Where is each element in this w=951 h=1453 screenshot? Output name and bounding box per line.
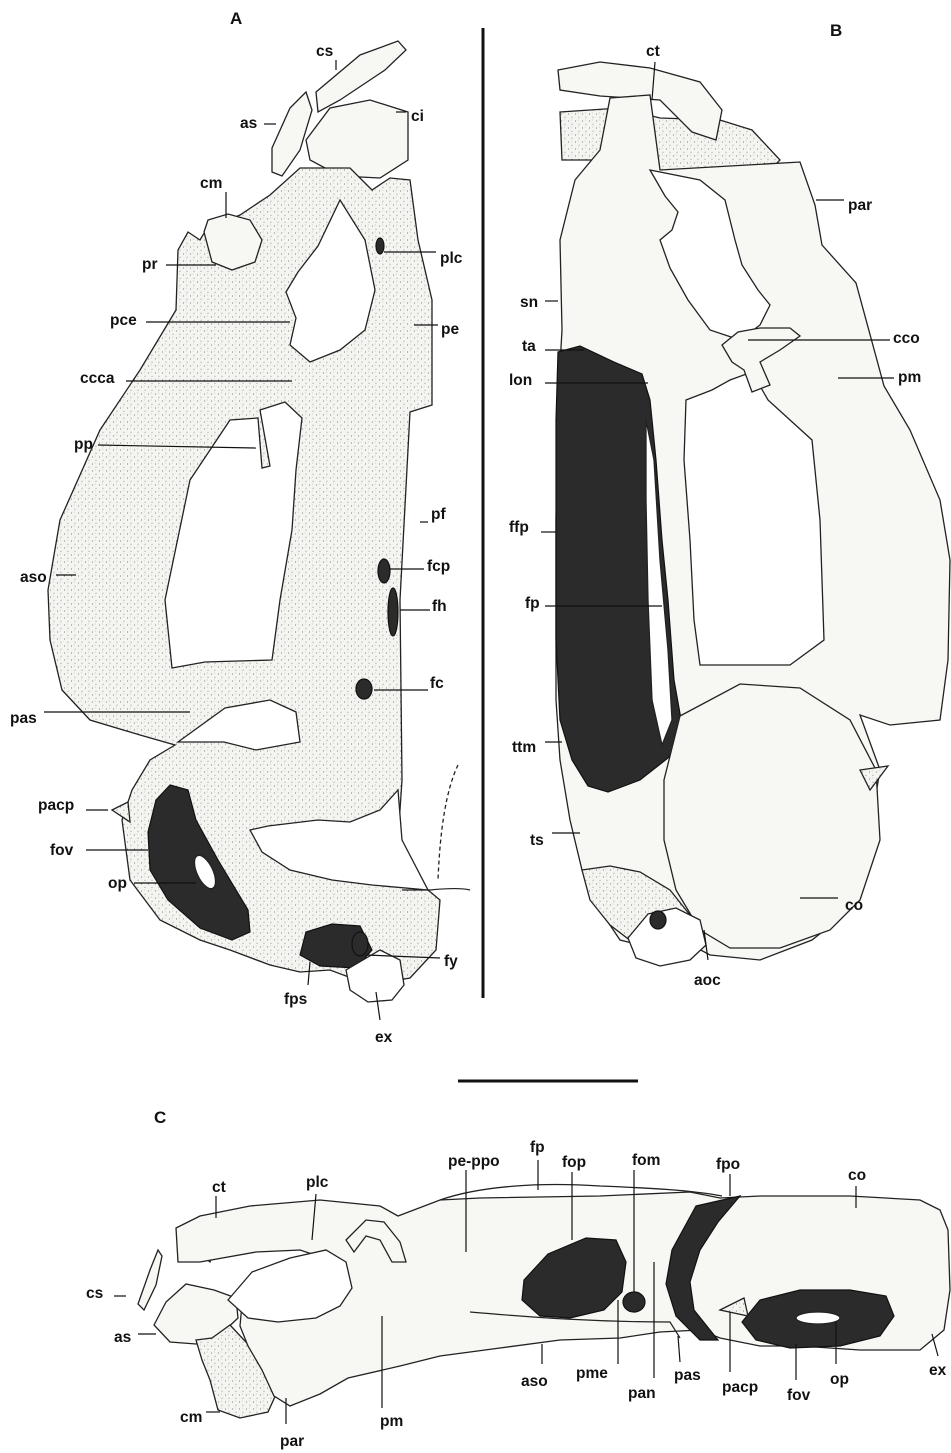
panel-b-label-ct: ct [646, 43, 660, 60]
panel-c-label-fop: fop [562, 1154, 586, 1171]
panel-c-cs-cartilage [138, 1250, 162, 1310]
panel-a-label-ex: ex [375, 1029, 393, 1046]
panel-c-label-op: op [830, 1371, 849, 1388]
panel-c-label-co: co [848, 1167, 866, 1184]
panel-a-label-as: as [240, 115, 257, 132]
panel-a-label-pf: pf [431, 506, 446, 523]
panel-a-label-plc: plc [440, 250, 463, 267]
panel-a-ci-cartilage [306, 100, 408, 178]
panel-b-label-ffp: ffp [509, 519, 529, 536]
panel-a: A [10, 9, 470, 1046]
panel-b-label-cco: cco [893, 330, 920, 347]
panel-a-label-pe: pe [441, 321, 459, 338]
panel-a-label-op: op [108, 875, 127, 892]
panel-c-label-cm: cm [180, 1409, 202, 1426]
panel-c-op-opening [796, 1312, 840, 1324]
panel-b-label-par: par [848, 197, 872, 214]
panel-a-label-aso: aso [20, 569, 47, 586]
panel-a-label-cs: cs [316, 43, 333, 60]
panel-a-pacp-spike [112, 802, 130, 822]
panel-c-label-pme: pme [576, 1365, 608, 1382]
panel-a-label-pr: pr [142, 256, 158, 273]
panel-b-label-sn: sn [520, 294, 538, 311]
panel-c-label-pm: pm [380, 1413, 403, 1430]
panel-a-label-pce: pce [110, 312, 137, 329]
panel-a-label-pas: pas [10, 710, 37, 727]
panel-b-label-ta: ta [522, 338, 536, 355]
panel-a-fcp-foramen [378, 559, 390, 583]
panel-a-label-fcp: fcp [427, 558, 450, 575]
panel-c-label-pe-ppo: pe-ppo [448, 1153, 500, 1170]
panel-c-label-cs: cs [86, 1285, 103, 1302]
panel-a-letter: A [230, 9, 242, 28]
panel-a-label-fps: fps [284, 991, 307, 1008]
panel-b-label-aoc: aoc [694, 972, 721, 989]
panel-c-label-pacp: pacp [722, 1379, 758, 1396]
panel-c-label-par: par [280, 1433, 304, 1450]
panel-a-label-ccca: ccca [80, 370, 115, 387]
panel-b-aoc-foramen [650, 911, 666, 929]
panel-a-label-cm: cm [200, 175, 222, 192]
panel-a-dashed-outline [438, 765, 458, 880]
panel-a-label-fc: fc [430, 675, 444, 692]
panel-c-label-pan: pan [628, 1385, 656, 1402]
panel-b-label-ts: ts [530, 832, 544, 849]
panel-c-label-fov: fov [787, 1387, 811, 1404]
panel-c-label-aso: aso [521, 1373, 548, 1390]
panel-a-label-fy: fy [444, 953, 458, 970]
panel-c-label-ex: ex [929, 1362, 947, 1379]
panel-b-label-co: co [845, 897, 863, 914]
panel-c-label-fp: fp [530, 1139, 545, 1156]
panel-a-label-fov: fov [50, 842, 74, 859]
panel-c-label-as: as [114, 1329, 131, 1346]
panel-a-fy-foramen [352, 932, 368, 956]
panel-a-label-pacp: pacp [38, 797, 74, 814]
panel-a-label-fh: fh [432, 598, 447, 615]
panel-c-label-plc: plc [306, 1174, 329, 1191]
panel-a-as-cartilage [272, 92, 312, 176]
panel-c-label-ct: ct [212, 1179, 226, 1196]
panel-c-leader-pas [678, 1336, 680, 1362]
panel-c-letter: C [154, 1108, 166, 1127]
panel-c-fom-foramen [623, 1292, 645, 1312]
panel-c: C [86, 1108, 950, 1450]
panel-b-label-fp: fp [525, 595, 540, 612]
panel-a-plc-foramen [376, 238, 384, 254]
panel-b-label-pm: pm [898, 369, 921, 386]
panel-a-fh-foramen [388, 588, 398, 636]
panel-a-fc-foramen [356, 679, 372, 699]
panel-a-label-ci: ci [411, 108, 424, 125]
panel-b: B ct [509, 21, 950, 989]
panel-a-label-pp: pp [74, 436, 93, 453]
panel-b-label-lon: lon [509, 372, 532, 389]
panel-b-label-ttm: ttm [512, 739, 536, 756]
panel-c-label-fom: fom [632, 1152, 660, 1169]
panel-c-label-fpo: fpo [716, 1156, 740, 1173]
panel-c-label-pas: pas [674, 1367, 701, 1384]
panel-b-letter: B [830, 21, 842, 40]
